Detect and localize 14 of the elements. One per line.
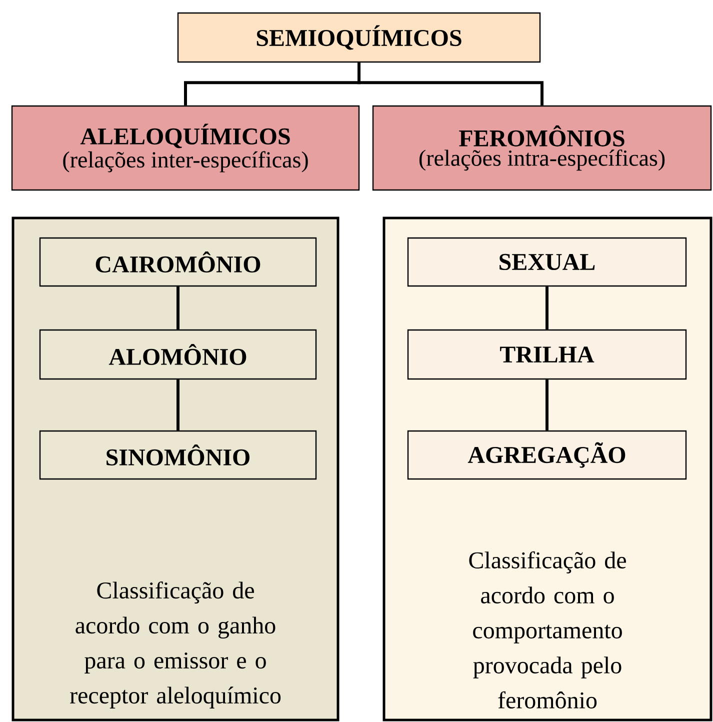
class-box: TRILHA <box>407 329 687 380</box>
class-box: CAIROMÔNIO <box>39 237 317 287</box>
category-box: FEROMÔNIOS (relações intra-específicas) <box>372 105 712 191</box>
category-box: ALELOQUÍMICOS (relações inter-específicas) <box>11 105 360 191</box>
connector-line <box>546 286 548 330</box>
connector-line <box>176 380 180 430</box>
class-box: SINOMÔNIO <box>39 430 317 480</box>
connector-line <box>176 286 180 330</box>
connector-line <box>546 380 548 430</box>
connector-line <box>358 62 544 106</box>
title-box: SEMIOQUÍMICOS <box>177 12 541 63</box>
class-box: AGREGAÇÃO <box>407 430 687 480</box>
class-box: ALOMÔNIO <box>39 329 317 380</box>
class-box: SEXUAL <box>407 237 687 287</box>
